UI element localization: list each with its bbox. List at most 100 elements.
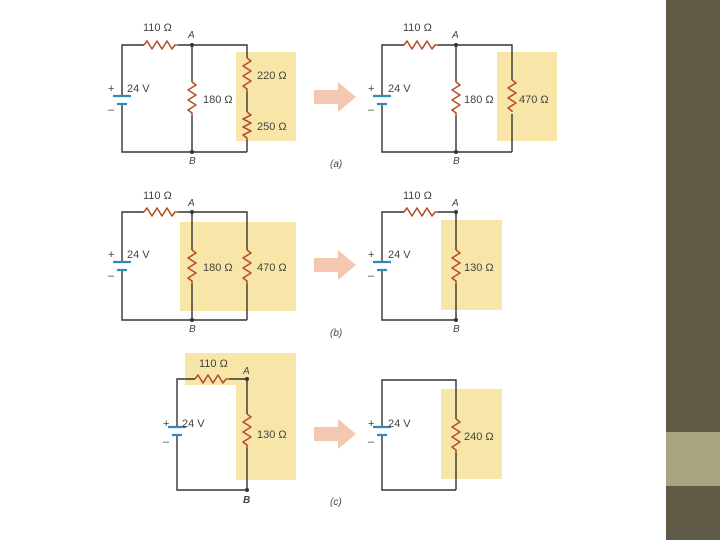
circuit-c-simplified: 24 V + – 240 Ω bbox=[368, 379, 502, 491]
label-voltage: 24 V bbox=[388, 83, 411, 95]
highlight-region bbox=[185, 353, 296, 480]
wire bbox=[381, 104, 512, 153]
wire bbox=[381, 435, 456, 491]
resistor-220 bbox=[242, 57, 252, 92]
node-b bbox=[454, 150, 458, 154]
resistor-470 bbox=[242, 249, 252, 284]
resistor-240 bbox=[451, 418, 461, 453]
label-voltage: 24 V bbox=[388, 249, 411, 261]
wire bbox=[438, 44, 513, 80]
row-label: (b) bbox=[330, 328, 342, 339]
label-node-a: A bbox=[187, 198, 195, 209]
label-r-top: 110 Ω bbox=[143, 22, 172, 34]
wire bbox=[381, 44, 404, 96]
label-node-a: A bbox=[242, 366, 250, 377]
label-r-470: 470 Ω bbox=[257, 262, 287, 274]
node-a bbox=[190, 43, 194, 47]
wire bbox=[381, 211, 404, 262]
label-voltage: 24 V bbox=[127, 83, 150, 95]
label-r-top: 110 Ω bbox=[403, 190, 432, 202]
resistor-110 bbox=[143, 40, 178, 50]
circuit-a-simplified: 110 Ω A B 24 V + – 180 Ω 470 Ω bbox=[368, 22, 557, 167]
battery-plus-sign: + bbox=[108, 83, 114, 95]
battery-minus-sign: – bbox=[368, 270, 375, 282]
label-r-470: 470 Ω bbox=[519, 94, 549, 106]
circuit-b-simplified: 110 Ω A B 24 V + – 130 Ω bbox=[368, 190, 502, 335]
slide-sidebar-accent bbox=[666, 432, 720, 486]
resistor-110 bbox=[403, 207, 438, 217]
row-label: (c) bbox=[330, 497, 342, 508]
circuit-a-original: 110 Ω A B 24 V + – 180 Ω 220 Ω 250 Ω bbox=[108, 22, 296, 167]
label-r-top: 110 Ω bbox=[199, 358, 228, 370]
label-node-a: A bbox=[451, 30, 459, 41]
label-node-a: A bbox=[451, 198, 459, 209]
node-b bbox=[245, 488, 249, 492]
battery-plus-sign: + bbox=[108, 249, 114, 261]
label-node-b: B bbox=[189, 156, 196, 167]
circuit-b-original: 110 Ω A B 24 V + – 180 Ω 470 Ω bbox=[108, 190, 296, 335]
label-node-b: B bbox=[453, 156, 460, 167]
resistor-110 bbox=[403, 40, 438, 50]
wire bbox=[178, 211, 248, 250]
label-r-eq: 240 Ω bbox=[464, 431, 494, 443]
highlight-region bbox=[180, 222, 296, 311]
highlight-region bbox=[441, 389, 502, 479]
label-r-mid: 180 Ω bbox=[203, 262, 233, 274]
resistor-180 bbox=[187, 249, 197, 284]
label-r-220: 220 Ω bbox=[257, 70, 287, 82]
wire bbox=[121, 270, 247, 321]
wire bbox=[121, 211, 144, 262]
wire bbox=[381, 379, 457, 427]
resistor-250 bbox=[242, 111, 252, 140]
battery-minus-sign: – bbox=[163, 436, 170, 448]
wire bbox=[121, 104, 247, 153]
transform-arrow bbox=[314, 250, 356, 280]
transform-arrow bbox=[314, 419, 356, 449]
transform-arrow bbox=[314, 82, 356, 112]
row-c: 110 Ω A B 24 V + – 130 Ω 24 V + – 24 bbox=[163, 353, 502, 508]
node-a bbox=[190, 210, 194, 214]
wire bbox=[176, 378, 195, 427]
battery-plus-sign: + bbox=[368, 249, 374, 261]
resistor-110 bbox=[194, 374, 229, 384]
wire bbox=[381, 270, 456, 321]
label-node-b: B bbox=[243, 495, 250, 506]
resistor-180 bbox=[451, 81, 461, 116]
battery-minus-sign: – bbox=[368, 104, 375, 116]
label-voltage: 24 V bbox=[182, 418, 205, 430]
label-node-a: A bbox=[187, 30, 195, 41]
wire bbox=[178, 44, 248, 58]
label-node-b: B bbox=[453, 324, 460, 335]
resistor-130 bbox=[451, 249, 461, 284]
label-node-b: B bbox=[189, 324, 196, 335]
battery-minus-sign: – bbox=[108, 270, 115, 282]
node-a bbox=[454, 210, 458, 214]
label-r-top: 110 Ω bbox=[403, 22, 432, 34]
label-r-eq: 130 Ω bbox=[257, 429, 287, 441]
label-r-top: 110 Ω bbox=[143, 190, 172, 202]
node-b bbox=[190, 150, 194, 154]
label-voltage: 24 V bbox=[127, 249, 150, 261]
label-r-mid: 180 Ω bbox=[464, 94, 494, 106]
battery-minus-sign: – bbox=[368, 436, 375, 448]
wire bbox=[121, 44, 144, 96]
label-voltage: 24 V bbox=[388, 418, 411, 430]
node-a bbox=[245, 377, 249, 381]
highlight-region bbox=[441, 220, 502, 310]
battery-plus-sign: + bbox=[368, 418, 374, 430]
battery-plus-sign: + bbox=[368, 83, 374, 95]
row-b: 110 Ω A B 24 V + – 180 Ω 470 Ω bbox=[108, 190, 502, 339]
battery-plus-sign: + bbox=[163, 418, 169, 430]
node-b bbox=[190, 318, 194, 322]
battery-minus-sign: – bbox=[108, 104, 115, 116]
resistor-180 bbox=[187, 81, 197, 116]
wire bbox=[176, 435, 247, 491]
circuit-c-original: 110 Ω A B 24 V + – 130 Ω bbox=[163, 353, 296, 506]
highlight-region bbox=[497, 52, 557, 141]
resistor-470 bbox=[507, 79, 517, 112]
node-b bbox=[454, 318, 458, 322]
label-r-mid: 180 Ω bbox=[203, 94, 233, 106]
label-r-250: 250 Ω bbox=[257, 121, 287, 133]
